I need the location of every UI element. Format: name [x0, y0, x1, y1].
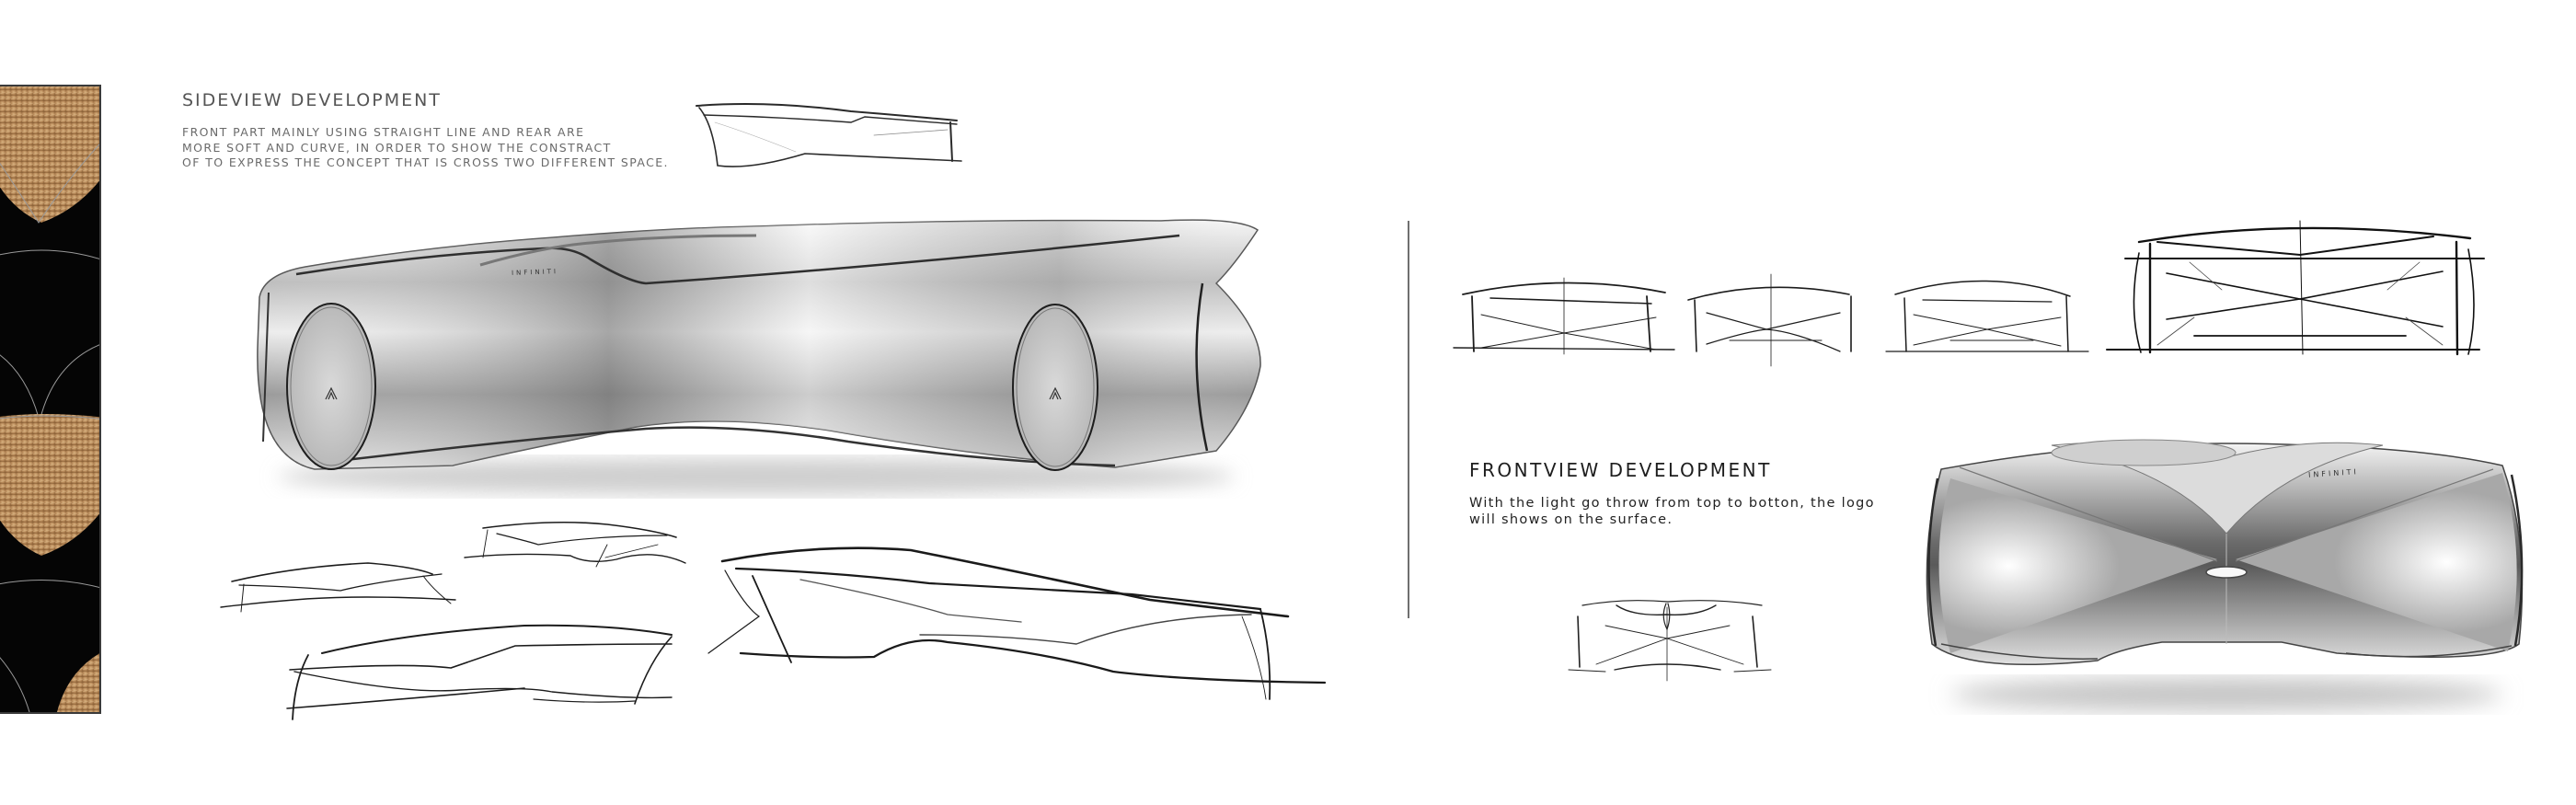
logo-light-icon [2205, 566, 2248, 579]
front-sketch-2 [1687, 273, 1852, 367]
sideview-large-sketch [707, 543, 1334, 727]
frontview-render: INFINITI [1914, 432, 2539, 718]
sketch-large-left [286, 624, 673, 720]
infiniti-emblem-icon [1049, 386, 1062, 400]
frontview-description: With the light go throw from top to bott… [1469, 495, 1892, 528]
scallop-pattern-icon [0, 86, 99, 712]
decorative-scallop-strip [0, 85, 101, 714]
sideview-description-line: MORE SOFT AND CURVE, IN ORDER TO SHOW TH… [182, 140, 612, 155]
sideview-description-line: OF TO EXPRESS THE CONCEPT THAT IS CROSS … [182, 155, 669, 169]
front-sketch-1 [1453, 277, 1675, 355]
sideview-description-line: FRONT PART MAINLY USING STRAIGHT LINE AN… [182, 125, 585, 139]
sideview-title: SIDEVIEW DEVELOPMENT [182, 90, 442, 110]
frontview-large-sketch [2102, 216, 2507, 368]
sideview-sketches-cluster [220, 515, 699, 727]
sideview-render: INFINITI [241, 210, 1281, 495]
frontview-small-sketch [1568, 589, 1780, 682]
frontview-sketches-row [1453, 267, 2098, 368]
frontview-title: FRONTVIEW DEVELOPMENT [1469, 459, 1772, 481]
sketch-small-left [220, 562, 456, 613]
sideview-description: FRONT PART MAINLY USING STRAIGHT LINE AN… [182, 125, 697, 171]
sideview-thumbnail-sketch [695, 97, 971, 170]
front-sketch-3 [1885, 280, 2089, 352]
infiniti-emblem-icon [325, 386, 338, 400]
sketch-small-mid [464, 521, 686, 568]
frontview-description-line: will shows on the surface. [1469, 512, 1673, 527]
section-divider [1408, 221, 1409, 618]
frontview-description-line: With the light go throw from top to bott… [1469, 496, 1875, 511]
